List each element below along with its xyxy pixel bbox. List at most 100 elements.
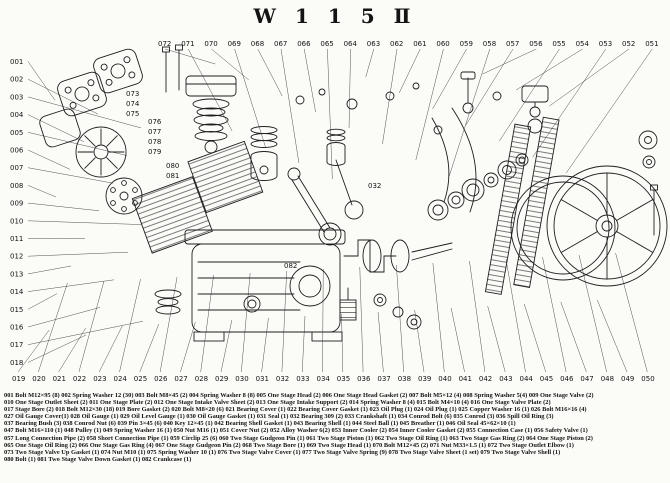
part-label: 074 (126, 100, 140, 108)
leader-line (482, 48, 537, 75)
part-label: 037 (377, 375, 390, 383)
leader-line (180, 321, 196, 373)
part-label: 036 (357, 375, 371, 383)
part-label: 016 (10, 324, 24, 332)
leader-line (234, 48, 266, 148)
part-label: 011 (10, 235, 23, 243)
part-label: 079 (148, 148, 161, 156)
part-label: 027 (174, 375, 187, 383)
part-label: 019 (12, 375, 25, 383)
part-label: 012 (10, 253, 23, 261)
leader-line (159, 276, 178, 373)
leader-line (465, 48, 514, 126)
leader-line (78, 280, 105, 373)
part-label: 028 (195, 375, 208, 383)
part-label: 050 (641, 375, 654, 383)
leader-line (257, 48, 283, 97)
part-label: 026 (154, 375, 168, 383)
part-label: 005 (10, 129, 23, 137)
crankcase (184, 229, 346, 342)
part-label: 017 (10, 341, 23, 349)
part-label: 049 (621, 375, 634, 383)
breather (339, 287, 357, 321)
leader-line (578, 254, 607, 373)
exploded-diagram (39, 44, 668, 342)
parts-list-line: 017 Stage Bore (2) 018 Bolt M12×30 (18) … (4, 406, 587, 414)
parts-list-line: 027 Oil Gauge Cover(1) 028 Oil Gauge (1)… (4, 413, 554, 421)
leader-line (597, 299, 628, 373)
part-label: 033 (296, 375, 309, 383)
part-label: 013 (10, 270, 23, 278)
part-label: 030 (235, 375, 248, 383)
part-label: 068 (251, 40, 264, 48)
leader-line (359, 266, 364, 373)
part-label: 046 (560, 375, 574, 383)
leader-line (27, 61, 56, 101)
part-label: 038 (398, 375, 411, 383)
leader-line (322, 268, 324, 373)
leader-line (27, 220, 143, 225)
flywheel-pulley (510, 165, 668, 287)
bolt-parts (162, 44, 183, 93)
part-label: 007 (10, 164, 23, 172)
part-label: 064 (344, 40, 358, 48)
part-label: 006 (10, 147, 24, 155)
fan-impeller (75, 126, 127, 178)
part-label: 042 (479, 375, 492, 383)
part-label: 001 (10, 58, 23, 66)
leader-line (303, 48, 316, 113)
leader-line (17, 329, 50, 373)
leader-line (27, 78, 99, 115)
leader-line (415, 48, 444, 161)
part-label: 022 (73, 375, 86, 383)
leader-line (27, 279, 115, 292)
part-label: 039 (418, 375, 431, 383)
leader-line (27, 265, 72, 275)
leader-line (348, 48, 351, 129)
leader-line (432, 262, 445, 373)
part-label: 067 (274, 40, 287, 48)
parts-list-line: 057 Long Connection Pipe (2) 058 Short C… (4, 434, 593, 442)
part-label: 081 (166, 172, 179, 180)
part-label: 023 (93, 375, 106, 383)
diagram-canvas: 0720710700690680670660650640630620610600… (10, 40, 668, 383)
leader-line (365, 48, 375, 78)
one-stage-piston (250, 126, 278, 181)
part-label: 014 (10, 288, 24, 296)
part-label: 032 (368, 182, 381, 190)
leader-line (241, 272, 251, 373)
leader-line (27, 293, 58, 310)
small-fittings (295, 82, 502, 330)
conrods (287, 159, 364, 246)
part-label: 029 (215, 375, 228, 383)
parts-list-line: 037 Bearing Bush (3) 038 Conrod Nut (6) … (4, 420, 516, 428)
part-label: 020 (32, 375, 45, 383)
part-label: 041 (459, 375, 472, 383)
leader-line (615, 252, 648, 373)
leader-line (27, 185, 57, 198)
leader-line (505, 258, 526, 373)
leader-line (469, 260, 486, 373)
leader-line (565, 48, 653, 174)
part-label: 008 (10, 182, 23, 190)
crankshaft (343, 239, 453, 273)
part-label: 071 (181, 40, 194, 48)
parts-list-line: 010 One Stage Outlet Sheet (2) 011 One S… (4, 399, 551, 407)
pulley-fixings (638, 130, 658, 236)
part-label: 051 (645, 40, 658, 48)
leader-line (549, 48, 630, 107)
leader-line (341, 313, 344, 373)
part-label: 075 (126, 110, 139, 118)
part-label: 009 (10, 200, 23, 208)
leader-line (27, 334, 87, 363)
part-label: 077 (148, 128, 161, 136)
part-label: 043 (499, 375, 512, 383)
parts-list-line: 001 Bolt M12×95 (8) 002 Spring Washer 12… (4, 392, 594, 399)
leader-line (119, 278, 141, 373)
part-label: 004 (10, 111, 24, 119)
leader-line (200, 274, 214, 373)
leader-line (164, 48, 216, 65)
part-label: 054 (576, 40, 590, 48)
leader-line (139, 323, 160, 373)
part-label: 040 (438, 375, 451, 383)
